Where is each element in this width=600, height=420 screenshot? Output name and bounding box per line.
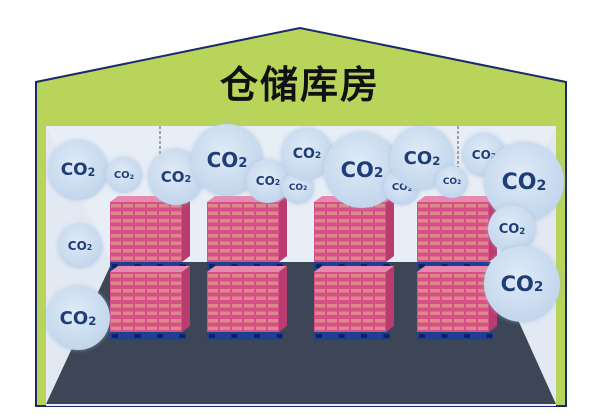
co2-subscript: 2 [457, 180, 462, 187]
co2-label: CO [340, 158, 374, 182]
co2-label: CO [59, 307, 89, 329]
co2-subscript: 2 [314, 151, 322, 162]
co2-label: CO [500, 272, 534, 296]
co2-subscript: 2 [519, 226, 526, 237]
co2-subscript: 2 [533, 279, 544, 296]
co2-subscript: 2 [407, 184, 413, 193]
co2-label: CO [60, 160, 88, 180]
co2-subscript: 2 [303, 186, 308, 193]
co2-subscript: 2 [432, 153, 441, 168]
co2-label: CO [113, 169, 130, 181]
co2-label: CO [255, 174, 275, 188]
co2-label: CO [442, 177, 458, 187]
co2-subscript: 2 [373, 165, 384, 182]
co2-subscript: 2 [86, 243, 93, 253]
co2-subscript: 2 [129, 172, 135, 181]
co2-label: CO [288, 183, 304, 193]
co2-subscript: 2 [274, 178, 281, 188]
warehouse-title: 仓储库房 [219, 63, 380, 107]
co2-subscript: 2 [184, 173, 192, 185]
co2-label: CO [391, 181, 408, 193]
co2-label: CO [471, 148, 491, 162]
co2-subscript: 2 [88, 313, 97, 328]
co2-label: CO [292, 146, 315, 162]
co2-label: CO [498, 221, 520, 237]
co2-subscript: 2 [238, 155, 248, 171]
co2-label: CO [403, 147, 433, 169]
co2-label: CO [501, 169, 537, 195]
pallet-stack [110, 196, 190, 340]
co2-subscript: 2 [536, 177, 547, 194]
co2-label: CO [206, 148, 239, 172]
co2-label: CO [67, 239, 87, 253]
co2-label: CO [160, 168, 185, 186]
pallet-stack [417, 196, 497, 340]
co2-subscript: 2 [87, 166, 96, 180]
pallet-stack [207, 196, 287, 340]
pallet-stack [314, 196, 394, 340]
